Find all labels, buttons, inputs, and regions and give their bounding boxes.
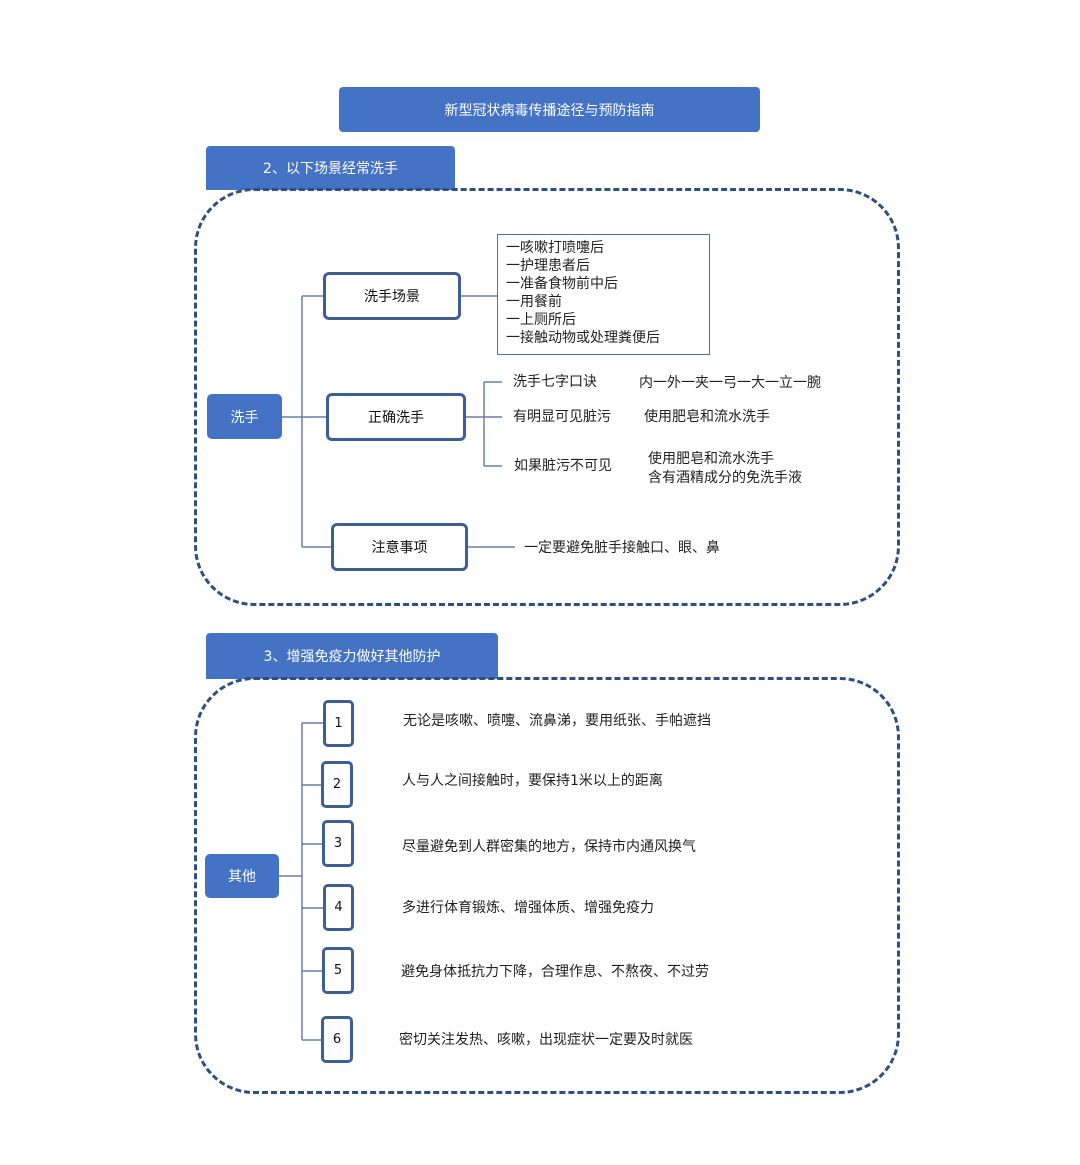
- number-node: 1: [323, 700, 354, 747]
- item-text: 尽量避免到人群密集的地方，保持市内通风换气: [402, 839, 696, 855]
- list-item: 一接触动物或处理粪便后: [506, 330, 660, 346]
- correct-row-right: 使用肥皂和流水洗手: [648, 451, 774, 467]
- item-text: 密切关注发热、咳嗽，出现症状一定要及时就医: [399, 1032, 693, 1048]
- branch-node-note: 注意事项: [331, 523, 468, 571]
- number-node: 2: [321, 761, 353, 808]
- section2-frame: [194, 188, 900, 606]
- list-item: 一护理患者后: [506, 258, 590, 274]
- number-node: 5: [322, 947, 354, 994]
- correct-row-left: 有明显可见脏污: [513, 409, 611, 425]
- number-node: 4: [323, 884, 354, 931]
- list-item: 一上厕所后: [506, 312, 576, 328]
- number-node: 3: [322, 820, 354, 867]
- item-text: 多进行体育锻炼、增强体质、增强免疫力: [402, 900, 654, 916]
- correct-row-left: 洗手七字口诀: [513, 374, 597, 390]
- scene-list: 一咳嗽打喷嚏后 一护理患者后 一准备食物前中后 一用餐前 一上厕所后 一接触动物…: [497, 234, 710, 355]
- section3-frame: [194, 677, 900, 1094]
- branch-node-scene: 洗手场景: [323, 272, 461, 320]
- item-text: 无论是咳嗽、喷嚏、流鼻涕，要用纸张、手帕遮挡: [403, 713, 711, 729]
- number-node: 6: [321, 1016, 353, 1063]
- branch-node-correct: 正确洗手: [326, 393, 466, 441]
- correct-row-right: 内一外一夹一弓一大一立一腕: [639, 375, 821, 391]
- correct-row-left: 如果脏污不可见: [514, 458, 612, 474]
- section3-header: 3、增强免疫力做好其他防护: [206, 633, 498, 679]
- note-text: 一定要避免脏手接触口、眼、鼻: [524, 540, 720, 556]
- root-node-other: 其他: [205, 854, 279, 898]
- correct-row-right: 含有酒精成分的免洗手液: [648, 470, 802, 486]
- section2-header: 2、以下场景经常洗手: [206, 146, 455, 190]
- correct-row-right: 使用肥皂和流水洗手: [644, 409, 770, 425]
- list-item: 一用餐前: [506, 294, 562, 310]
- list-item: 一准备食物前中后: [506, 276, 618, 292]
- list-item: 一咳嗽打喷嚏后: [506, 240, 604, 256]
- root-node-handwash: 洗手: [207, 394, 282, 439]
- item-text: 人与人之间接触时，要保持1米以上的距离: [402, 773, 663, 789]
- page-title: 新型冠状病毒传播途径与预防指南: [339, 87, 760, 132]
- item-text: 避免身体抵抗力下降，合理作息、不熬夜、不过劳: [401, 964, 709, 980]
